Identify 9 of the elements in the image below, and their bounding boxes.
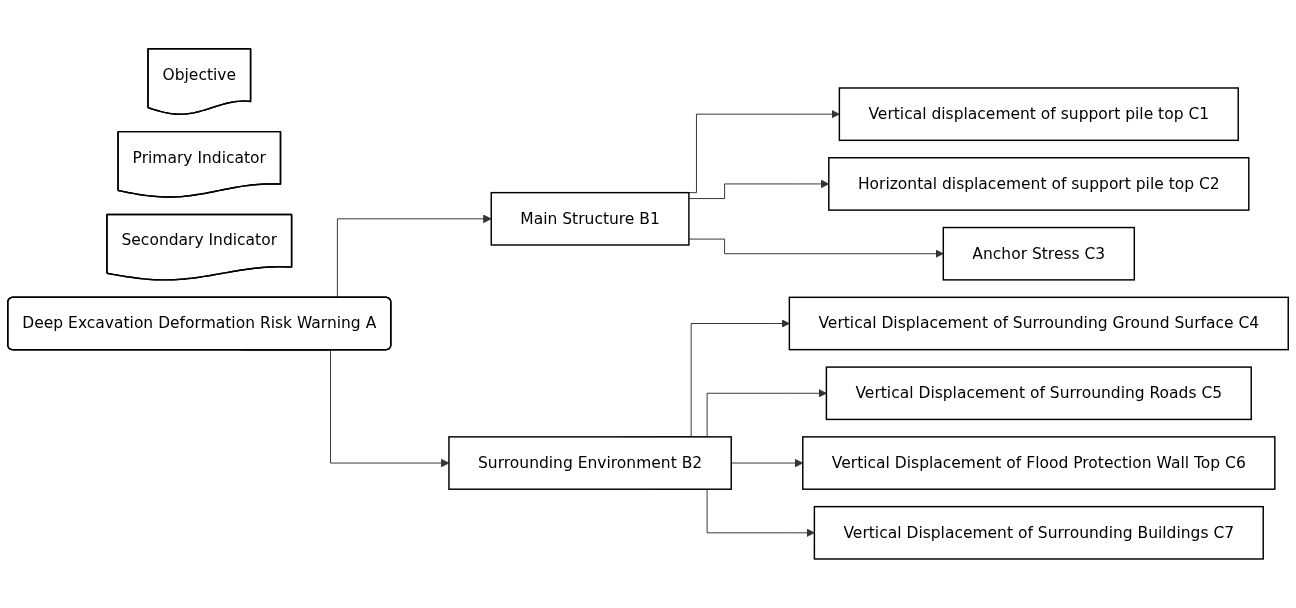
node-box: Horizontal displacement of support pile top C2 [828, 157, 1250, 211]
node-box: Vertical Displacement of Flood Protection Wall Top C6 [802, 436, 1276, 491]
node-box: Vertical displacement of support pile top C1 [838, 87, 1239, 142]
node-box: Anchor Stress C3 [942, 226, 1136, 281]
node-box: Vertical Displacement of Surrounding Roads C5 [825, 366, 1252, 421]
node-box: Vertical Displacement of Surrounding Buildings C7 [813, 506, 1264, 560]
node-box: Main Structure B1 [490, 192, 690, 246]
node-box: Vertical Displacement of Surrounding Ground Surface C4 [788, 296, 1289, 351]
node-box: Surrounding Environment B2 [448, 436, 732, 491]
